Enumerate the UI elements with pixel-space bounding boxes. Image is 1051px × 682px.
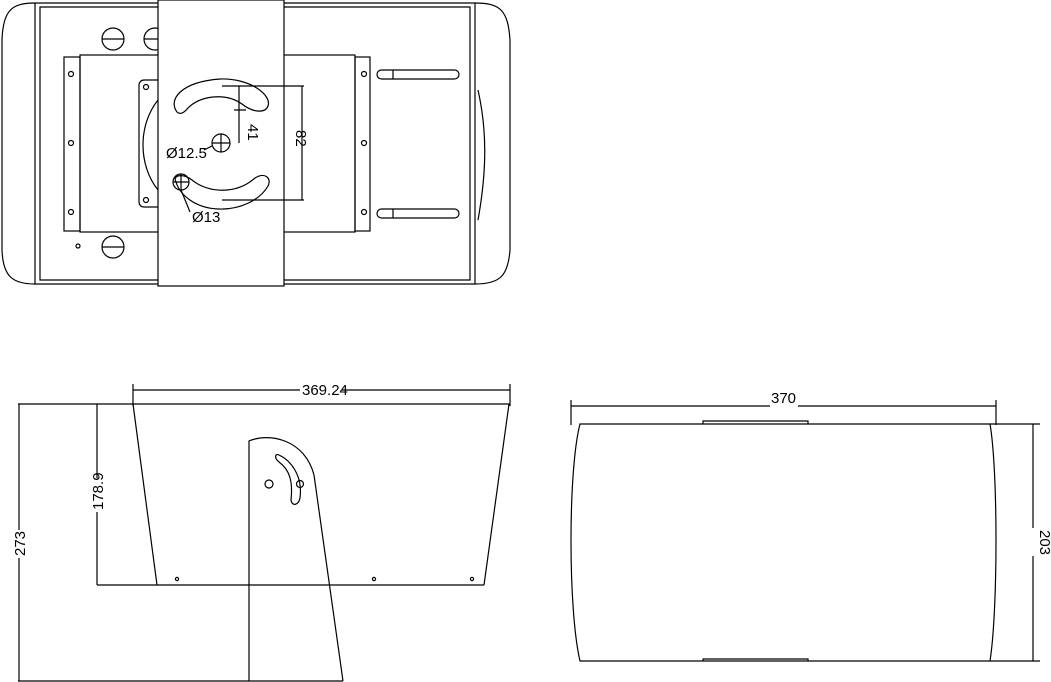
arc-slot-bottom <box>174 174 270 210</box>
dim-lines-front <box>570 400 1040 662</box>
right-strip <box>354 56 371 232</box>
arc-slot-top <box>173 78 269 114</box>
dim-lines-top <box>180 85 304 213</box>
dim-total-height: 273 <box>12 531 29 556</box>
side-view: 369.24 273 178.9 <box>12 382 511 682</box>
dim-center-hole: Ø12.5 <box>166 145 207 162</box>
slots <box>376 69 460 219</box>
left-end-cap <box>1 2 36 285</box>
front-view: 370 203 <box>570 390 1051 662</box>
dim-body-height: 178.9 <box>90 472 107 510</box>
inner-arc <box>142 99 159 191</box>
dim-front-height: 203 <box>1036 530 1051 555</box>
dim-top-width: 369.24 <box>302 382 348 399</box>
screws <box>67 27 368 259</box>
dim-lines-side <box>18 384 511 681</box>
dim-slot-spacing: 82 <box>292 130 309 147</box>
side-hole <box>264 479 274 489</box>
right-end-cap <box>474 2 511 285</box>
side-bracket <box>248 437 344 682</box>
side-body <box>18 403 510 682</box>
body-inner <box>39 6 471 281</box>
dim-front-width: 370 <box>771 390 796 407</box>
front-tabs <box>702 420 809 661</box>
right-grille-arc <box>477 89 486 221</box>
left-strip <box>63 56 81 232</box>
side-arc-slot <box>275 453 302 505</box>
front-body <box>570 423 997 662</box>
dim-slot-offset: 41 <box>244 124 261 141</box>
dim-mount-hole: Ø13 <box>192 209 220 226</box>
top-view: Ø12.5 Ø13 41 82 <box>1 0 511 287</box>
